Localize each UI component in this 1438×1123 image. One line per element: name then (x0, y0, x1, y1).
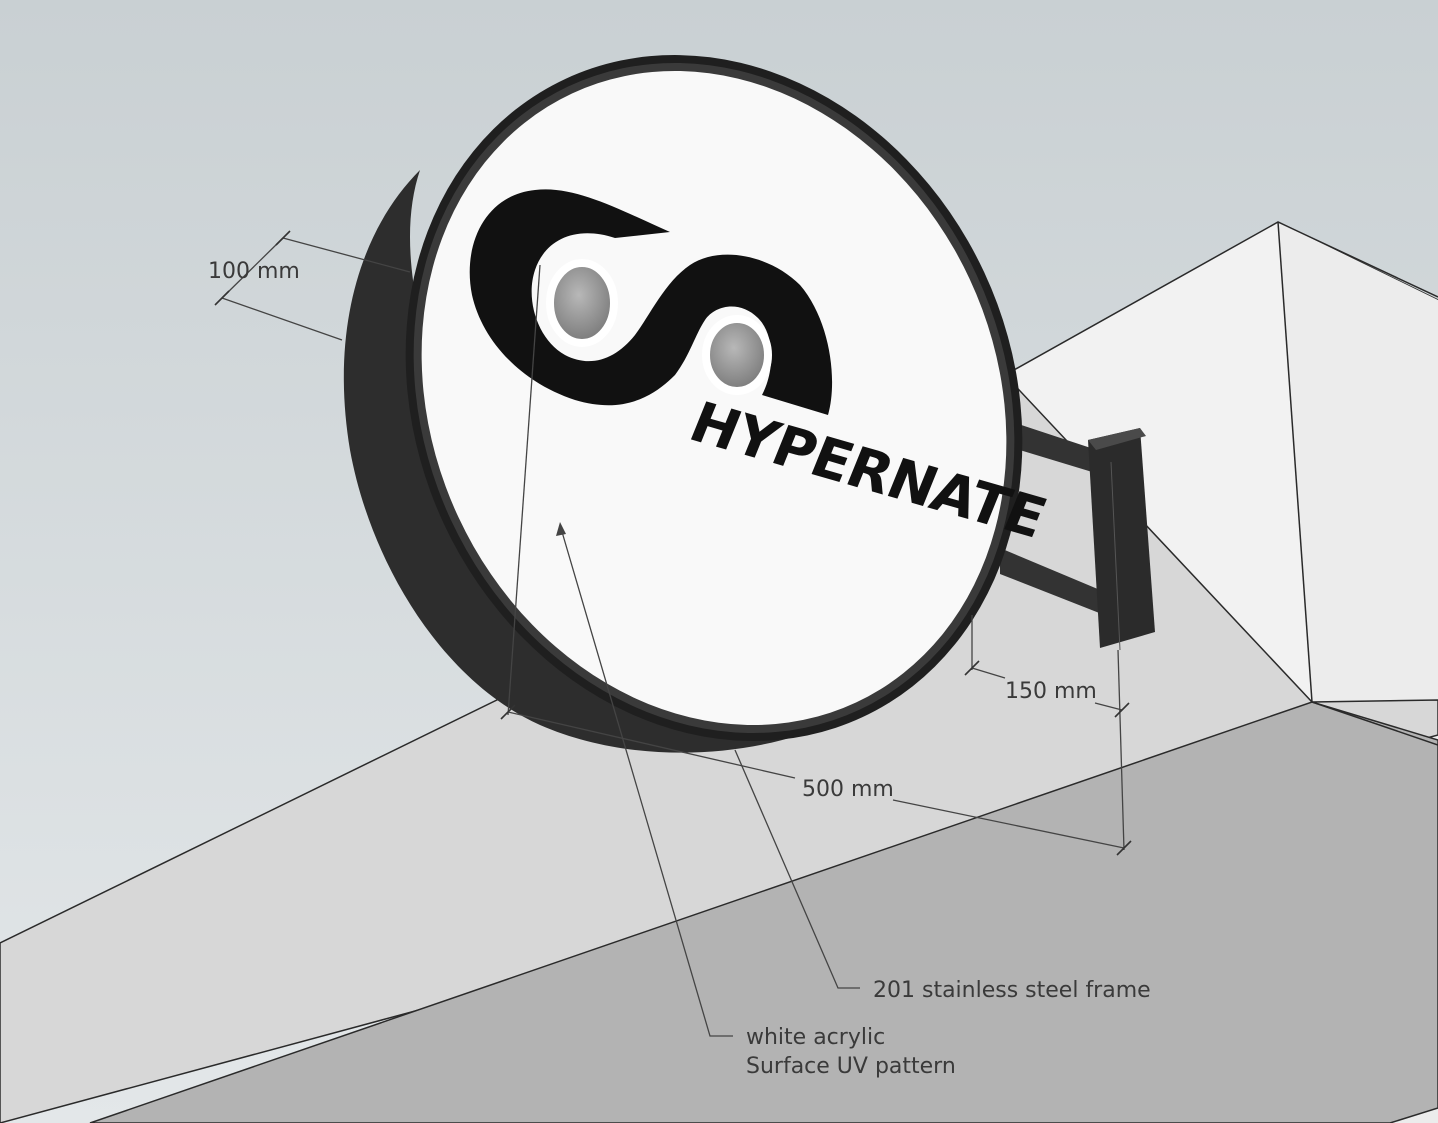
face-note-line2: Surface UV pattern (746, 1054, 956, 1079)
face-leader (556, 522, 733, 1037)
bracket-dimension (964, 615, 1130, 851)
frame-leader (734, 749, 860, 989)
infinity-s-logo-icon (469, 189, 833, 415)
wall-bracket (1000, 418, 1155, 651)
frame-note: 201 stainless steel frame (873, 978, 1151, 1003)
face-note-line1: white acrylic (746, 1025, 885, 1050)
bracket-label: 150 mm (1005, 679, 1097, 704)
diameter-label: 500 mm (802, 777, 894, 802)
diameter-dimension (500, 264, 1132, 856)
depth-dimension (214, 230, 411, 341)
depth-label: 100 mm (208, 259, 300, 284)
underside-face (89, 701, 1438, 1123)
